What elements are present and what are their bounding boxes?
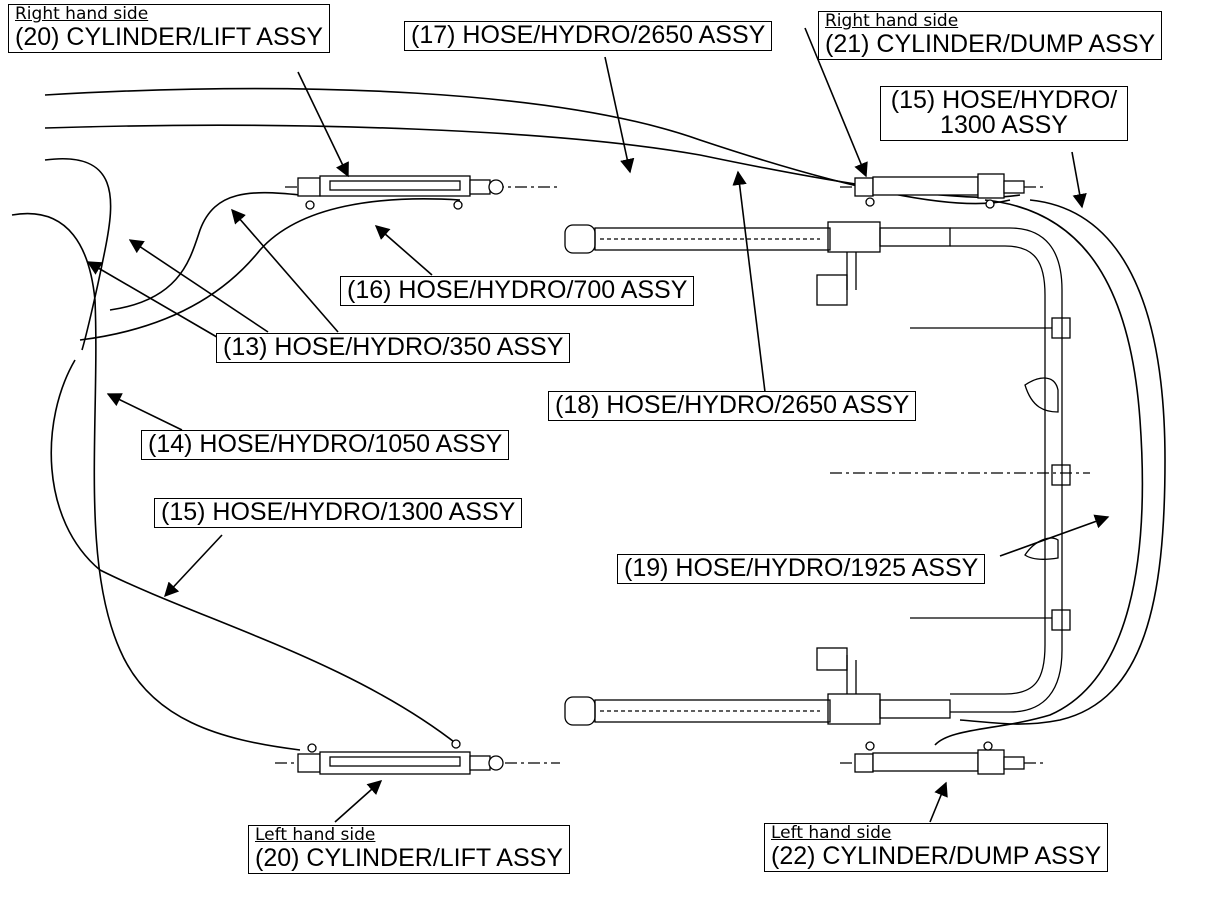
hose-13-b (44, 157, 112, 351)
callout-label-line2: 1300 ASSY (940, 111, 1068, 139)
callout-label: (15) HOSE/HYDRO/1300 ASSY (161, 498, 516, 526)
leader-14 (106, 393, 183, 431)
hoses (11, 87, 1166, 751)
leader-13-c (231, 208, 339, 333)
lift-cylinder-right (285, 175, 560, 210)
hose-16 (79, 198, 461, 341)
leader-15-lh (164, 534, 223, 598)
callout-side-label: Right hand side (15, 4, 149, 24)
hose-13-a (109, 191, 301, 311)
callout-label: (22) CYLINDER/DUMP ASSY (771, 842, 1102, 870)
leader-arrows (86, 27, 1110, 823)
leader-17 (604, 56, 635, 174)
hose-17 (44, 87, 1011, 205)
leader-15-rh (1071, 151, 1087, 209)
hose-15-rh (934, 199, 1144, 746)
callout-hose-13: (13) HOSE/HYDRO/350 ASSY (216, 333, 571, 363)
callout-hose-15-rh: (15) HOSE/HYDRO/ 1300 ASSY (880, 86, 1128, 141)
leader-16 (374, 225, 433, 276)
callout-hose-17: (17) HOSE/HYDRO/2650 ASSY (404, 21, 773, 51)
leader-19 (999, 514, 1110, 557)
callout-label: (21) CYLINDER/DUMP ASSY (825, 30, 1156, 58)
dump-cylinder-right (840, 173, 1045, 209)
leader-22-lh (929, 781, 948, 823)
callout-lift-cylinder-left: Left hand side (20) CYLINDER/LIFT ASSY (248, 825, 570, 874)
leader-13-a (128, 239, 269, 333)
callout-label: (20) CYLINDER/LIFT ASSY (15, 23, 323, 51)
callout-side-label: Left hand side (771, 823, 892, 843)
callout-hose-18: (18) HOSE/HYDRO/2650 ASSY (548, 391, 917, 421)
hose-14 (11, 212, 301, 751)
callout-dump-cylinder-right: Right hand side (21) CYLINDER/DUMP ASSY (818, 11, 1163, 60)
callout-label: (18) HOSE/HYDRO/2650 ASSY (555, 391, 910, 419)
hose-15-lh (50, 359, 459, 746)
callout-hose-15-lh: (15) HOSE/HYDRO/1300 ASSY (154, 498, 523, 528)
callout-hose-19: (19) HOSE/HYDRO/1925 ASSY (617, 554, 986, 584)
lift-cylinder-left (275, 739, 560, 775)
callout-side-label: Right hand side (825, 11, 959, 31)
callout-label: (17) HOSE/HYDRO/2650 ASSY (411, 21, 766, 49)
callout-label: (19) HOSE/HYDRO/1925 ASSY (624, 554, 979, 582)
leader-21-rh (804, 27, 868, 178)
loader-frame (564, 221, 1090, 726)
callout-lift-cylinder-right: Right hand side (20) CYLINDER/LIFT ASSY (8, 4, 330, 53)
callout-hose-14: (14) HOSE/HYDRO/1050 ASSY (141, 430, 510, 460)
hose-19 (959, 199, 1166, 725)
leader-20-lh (334, 780, 383, 823)
leader-18 (732, 170, 766, 393)
callout-side-label: Left hand side (255, 825, 376, 845)
leader-13-b (86, 261, 223, 341)
callout-label-line1: (15) HOSE/HYDRO/ (890, 86, 1118, 114)
leader-20-rh (297, 71, 349, 178)
callout-hose-16: (16) HOSE/HYDRO/700 ASSY (340, 276, 695, 306)
callout-dump-cylinder-left: Left hand side (22) CYLINDER/DUMP ASSY (764, 823, 1109, 872)
callout-label: (16) HOSE/HYDRO/700 ASSY (347, 276, 688, 304)
dump-cylinder-left (840, 741, 1045, 775)
callout-label: (13) HOSE/HYDRO/350 ASSY (223, 333, 564, 361)
callout-label: (20) CYLINDER/LIFT ASSY (255, 844, 563, 872)
callout-label: (14) HOSE/HYDRO/1050 ASSY (148, 430, 503, 458)
